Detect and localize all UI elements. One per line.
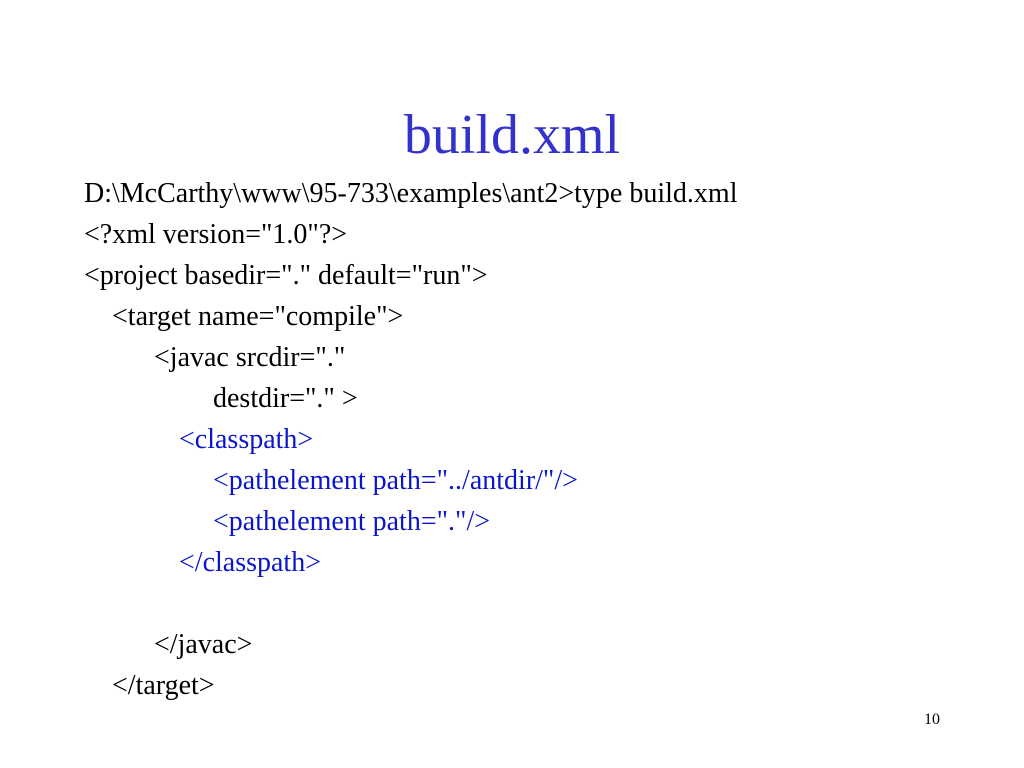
code-line-target-open: <target name="compile"> bbox=[112, 301, 404, 332]
code-line-classpath-close: </classpath> bbox=[179, 547, 321, 578]
code-line-pathelement-antdir: <pathelement path="../antdir/"/> bbox=[213, 465, 578, 496]
code-line-javac-destdir: destdir="." > bbox=[213, 383, 358, 414]
code-line-classpath-open: <classpath> bbox=[179, 424, 314, 455]
code-line-javac-srcdir: <javac srcdir="." bbox=[154, 342, 346, 373]
code-line-command: D:\McCarthy\www\95-733\examples\ant2>typ… bbox=[84, 178, 738, 209]
code-line-xml-declaration: <?xml version="1.0"?> bbox=[84, 219, 348, 250]
slide-title: build.xml bbox=[403, 104, 621, 166]
code-line-pathelement-dot: <pathelement path="."/> bbox=[213, 506, 491, 537]
code-line-target-close: </target> bbox=[112, 670, 215, 701]
page-number: 10 bbox=[924, 711, 940, 728]
code-line-project-open: <project basedir="." default="run"> bbox=[84, 260, 488, 291]
code-line-javac-close: </javac> bbox=[154, 629, 253, 660]
